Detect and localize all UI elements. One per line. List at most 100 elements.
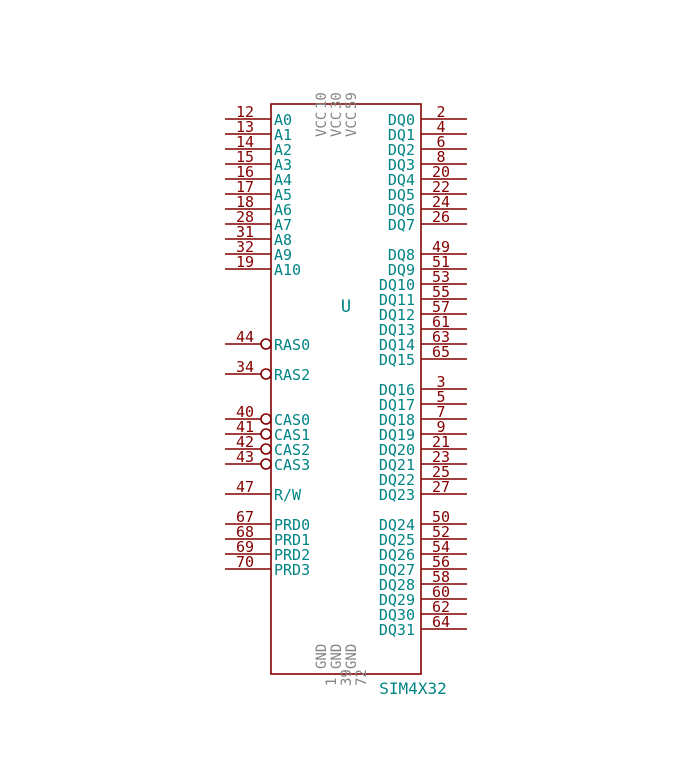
power-pin-name: VCC — [344, 112, 360, 137]
pin-number: 12 — [236, 103, 254, 121]
pin-number: 17 — [236, 178, 254, 196]
pin-number: 28 — [236, 208, 254, 226]
ground-pin-name: GND — [344, 644, 360, 669]
ground-pin-number: 72 — [354, 669, 370, 686]
pin-name: PRD1 — [274, 531, 310, 549]
pin-number: 22 — [432, 178, 450, 196]
pin-name: CAS2 — [274, 441, 310, 459]
pin-name: A4 — [274, 171, 292, 189]
ground-pin-name: GND — [314, 644, 330, 669]
pin-name: DQ23 — [379, 486, 415, 504]
pin-number: 9 — [436, 418, 445, 436]
pin-name: CAS3 — [274, 456, 310, 474]
pin-number: 40 — [236, 403, 254, 421]
pin-number: 24 — [432, 193, 450, 211]
pin-number: 55 — [432, 283, 450, 301]
pin-number: 57 — [432, 298, 450, 316]
pin-name: R/W — [274, 486, 302, 504]
pin-name: DQ24 — [379, 516, 415, 534]
inversion-bubble — [260, 413, 272, 425]
pin-number: 6 — [436, 133, 445, 151]
pin-number: 20 — [432, 163, 450, 181]
inversion-bubble — [260, 428, 272, 440]
inversion-bubble — [260, 338, 272, 350]
pin-number: 49 — [432, 238, 450, 256]
pin-number: 61 — [432, 313, 450, 331]
pin-name: DQ19 — [379, 426, 415, 444]
pin-name: A8 — [274, 231, 292, 249]
pin-name: DQ31 — [379, 621, 415, 639]
pin-number: 65 — [432, 343, 450, 361]
pin-number: 21 — [432, 433, 450, 451]
pin-name: A6 — [274, 201, 292, 219]
pin-number: 32 — [236, 238, 254, 256]
pin-number: 63 — [432, 328, 450, 346]
pin-name: A3 — [274, 156, 292, 174]
pin-name: DQ6 — [388, 201, 415, 219]
pin-number: 69 — [236, 538, 254, 556]
pin-number: 26 — [432, 208, 450, 226]
pin-number: 41 — [236, 418, 254, 436]
pin-number: 44 — [236, 328, 254, 346]
pin-name: DQ2 — [388, 141, 415, 159]
pin-number: 50 — [432, 508, 450, 526]
pin-cas1: 41 CAS1 — [225, 418, 310, 444]
pin-name: DQ25 — [379, 531, 415, 549]
ground-pin-1: GND 1 — [314, 644, 340, 686]
pin-dq15: 65 DQ15 — [379, 343, 467, 369]
pin-name: DQ12 — [379, 306, 415, 324]
pin-number: 3 — [436, 373, 445, 391]
pin-name: A5 — [274, 186, 292, 204]
pin-name: DQ11 — [379, 291, 415, 309]
pin-name: DQ20 — [379, 441, 415, 459]
pin-number: 19 — [236, 253, 254, 271]
pin-name: DQ10 — [379, 276, 415, 294]
pin-dq11: 55 DQ11 — [379, 283, 467, 309]
pin-name: DQ29 — [379, 591, 415, 609]
pin-number: 53 — [432, 268, 450, 286]
pin-name: A2 — [274, 141, 292, 159]
pin-name: DQ22 — [379, 471, 415, 489]
pin-name: A1 — [274, 126, 292, 144]
reference-designator: U — [341, 297, 351, 317]
pin-name: DQ8 — [388, 246, 415, 264]
pin-number: 42 — [236, 433, 254, 451]
pin-number: 67 — [236, 508, 254, 526]
pin-name: DQ21 — [379, 456, 415, 474]
pin-number: 25 — [432, 463, 450, 481]
pin-name: DQ15 — [379, 351, 415, 369]
power-pin-59: VCC 59 — [344, 92, 360, 137]
pin-name: DQ27 — [379, 561, 415, 579]
pin-dq8: 49 DQ8 — [388, 238, 467, 264]
ground-pin-number: 1 — [324, 678, 340, 686]
pin-name: CAS1 — [274, 426, 310, 444]
pin-name: DQ3 — [388, 156, 415, 174]
power-pin-number: 30 — [329, 92, 345, 109]
pin-number: 60 — [432, 583, 450, 601]
pin-name: DQ28 — [379, 576, 415, 594]
power-pin-number: 59 — [344, 92, 360, 109]
pin-number: 5 — [436, 388, 445, 406]
pin-name: A0 — [274, 111, 292, 129]
